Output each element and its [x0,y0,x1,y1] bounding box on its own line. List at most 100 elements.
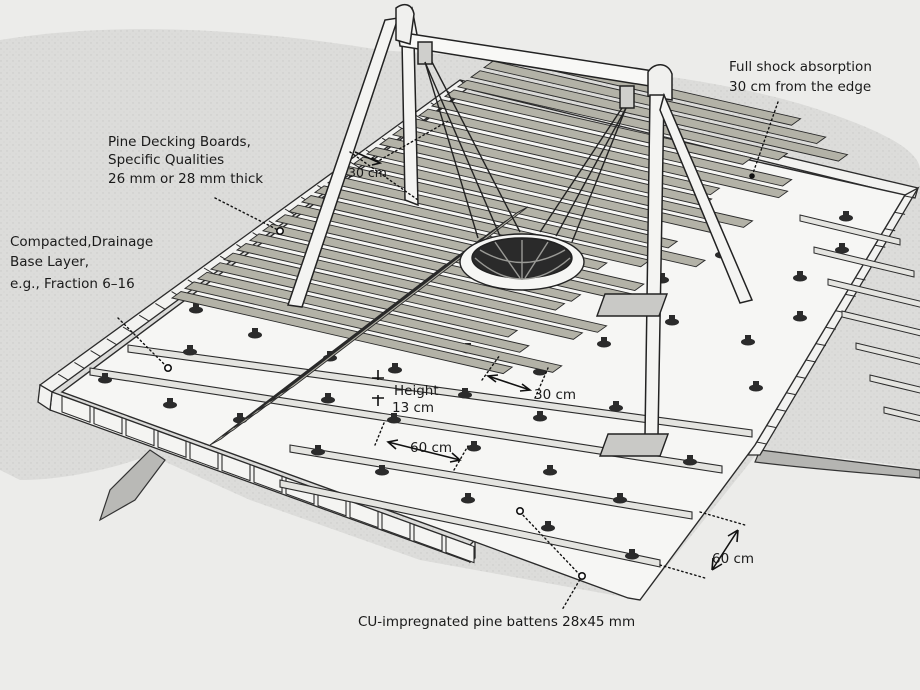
shock-label-line1: Full shock absorption [729,59,872,75]
block-joint [776,408,787,412]
pedestal [683,458,697,466]
block-joint [904,195,916,199]
batten-60-label: 60 cm [712,551,754,567]
pedestal-stem [102,373,108,379]
battens-label: CU-impregnated pine battens 28x45 mm [358,614,635,630]
nest-swing [424,61,627,291]
pedestal-stem [839,243,845,249]
block-joint [203,267,215,275]
batten-rail [869,374,920,394]
batten-rail [127,344,753,438]
pedestal-stem [325,393,331,399]
pedestal [458,391,472,399]
pedestal-stem [797,271,803,277]
pedestal-stem [753,381,759,387]
pedestal [741,338,755,346]
decking-label-line3: 26 mm or 28 mm thick [108,171,263,187]
pedestal-stem [843,211,849,217]
pedestal [311,448,325,456]
batten-rail [279,479,661,568]
decking-board [209,262,519,338]
border-block-joints [41,90,916,564]
pedestal [533,414,547,422]
pedestal [793,274,807,282]
pedestal-stem [315,445,321,451]
pedestal-stem [687,455,693,461]
block-joint [805,359,817,363]
base-label-line1: Compacted,Drainage [10,234,153,250]
pedestal [388,366,402,374]
pedestal-stem [471,441,477,447]
pedestal-stem [545,521,551,527]
pedestal [613,496,627,504]
pedestal [749,384,763,392]
pedestal [839,214,853,222]
block-joint [90,350,101,358]
border-block [125,418,155,447]
batten-marker-1 [515,506,524,515]
border-block [445,535,475,564]
pedestal-stem [237,413,243,419]
pedestal-stem [462,388,468,394]
border-block [349,500,379,529]
batten-rail [813,246,915,278]
pedestal-stem [797,311,803,317]
border-block [413,523,443,552]
shock-marker [749,173,755,179]
base-layer-marker [164,363,173,372]
block-joint [756,441,767,445]
pedestal [793,314,807,322]
pedestal-stem [547,465,553,471]
block-joint [41,385,53,393]
block-joint [138,314,150,322]
block-joint [155,302,166,310]
pedestal-stem [617,493,623,499]
pedestal [543,468,557,476]
pedestal-stem [613,401,619,407]
block-joint [825,326,836,330]
pedestal [375,468,389,476]
pedestal-stem [391,413,397,419]
pedestal [609,404,623,412]
batten-rail [289,444,693,520]
pedestal-stem [659,273,665,279]
decking-board [391,127,713,206]
border-block [189,442,219,470]
decking-marker [275,227,284,236]
pedestal-stem [193,303,199,309]
pedestal [183,348,197,356]
pedestal [189,306,203,314]
border-block [61,395,91,423]
border-block [221,453,251,482]
pedestal-stem [669,315,675,321]
pedestal [387,416,401,424]
dimension-marks [349,119,746,579]
leader-lines [117,101,779,611]
spacing-30-label: 30 cm [534,387,576,403]
pedestal [625,552,639,560]
pedestal [321,396,335,404]
block-joint [796,375,807,379]
batten-rail [827,278,920,308]
block-joint [895,211,906,215]
text-labels: Pine Decking Boards, Specific Qualities … [10,59,872,630]
pedestal-stem [187,345,193,351]
border-block [93,406,123,435]
pedestal [597,340,611,348]
pedestal [467,444,481,452]
block-joint [855,277,866,281]
pedestal-stem [252,328,258,334]
pedestal [163,401,177,409]
pedestal-stem [601,337,607,343]
height-label-line1: Height [394,383,439,399]
block-joint [875,244,886,248]
decking-board [222,252,584,340]
pedestal [461,496,475,504]
decking-label-line1: Pine Decking Boards, [108,134,251,150]
shock-label-line2: 30 cm from the edge [729,79,871,95]
edge-dimension-label: 30 cm [348,165,387,180]
pedestal [835,246,849,254]
block-joint [786,392,797,396]
